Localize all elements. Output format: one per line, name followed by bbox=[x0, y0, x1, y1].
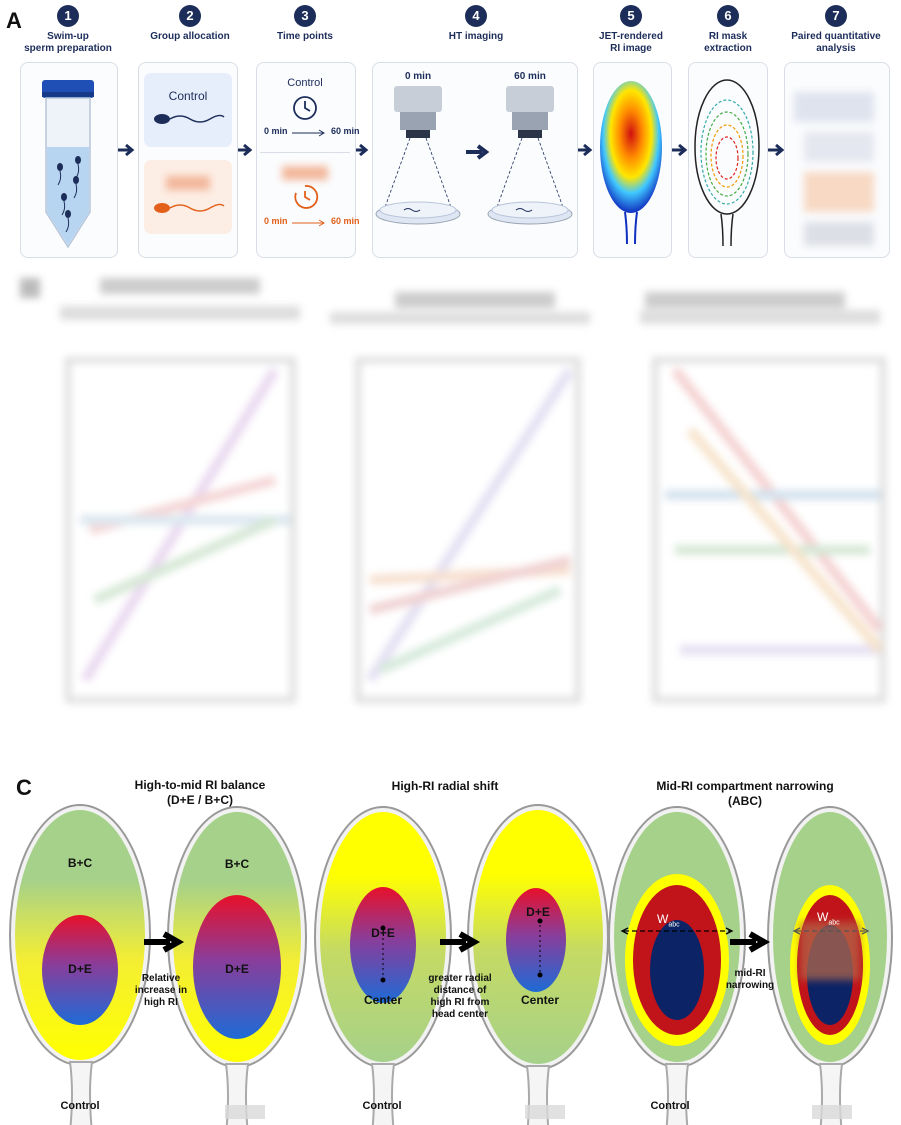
h2-left-top-label: D+E bbox=[371, 926, 395, 940]
step-5-badge: 5 bbox=[620, 5, 642, 27]
step-6-title: RI mask extraction bbox=[704, 31, 752, 54]
treatment-group-box bbox=[144, 160, 232, 234]
panel-a-letter: A bbox=[6, 8, 22, 33]
time-control-start: 0 min bbox=[264, 126, 288, 136]
arrow3-text: mid-RI narrowing bbox=[725, 968, 775, 991]
time-control-label: Control bbox=[287, 77, 323, 89]
control-label-3: Control bbox=[650, 1100, 690, 1112]
step-4-title: HT imaging bbox=[448, 31, 504, 42]
step-3-card bbox=[256, 62, 356, 258]
step-7-title: Paired quantitative analysis bbox=[791, 31, 881, 54]
flow-arrow-icon bbox=[236, 143, 253, 157]
h3-left-w-label: Wabc bbox=[657, 912, 680, 928]
treatment-clock-icon bbox=[294, 185, 319, 209]
h3-right-w: W bbox=[817, 910, 829, 924]
treatment-time-arrow-icon bbox=[292, 219, 325, 227]
clock-icon bbox=[293, 96, 317, 120]
control-sperm-icon bbox=[154, 114, 225, 124]
sperm-tube-illustration bbox=[42, 80, 94, 249]
step-6-badge: 6 bbox=[717, 5, 739, 27]
control-group-box bbox=[144, 73, 232, 147]
ri-mask-illustration bbox=[694, 79, 760, 247]
panel-c-title-2: High-RI radial shift bbox=[391, 779, 499, 793]
step-5-title: JET-rendered RI image bbox=[599, 31, 663, 54]
time-treatment-label-redacted bbox=[282, 166, 328, 180]
flow-arrow-icon bbox=[671, 143, 688, 157]
step-2-badge: 2 bbox=[179, 5, 201, 27]
step-1-title: Swim-up sperm preparation bbox=[24, 31, 112, 54]
ht-right-label: 60 min bbox=[514, 71, 546, 82]
h3-right-w-label: Wabc bbox=[817, 910, 840, 926]
time-divider bbox=[260, 152, 350, 153]
panel-c-title-3: Mid-RI compartment narrowing (ABC) bbox=[656, 779, 834, 808]
step-7-badge: 7 bbox=[825, 5, 847, 27]
panel-c-letter: C bbox=[16, 775, 32, 800]
h3-left-w-sub: abc bbox=[668, 921, 680, 929]
time-arrow-icon bbox=[292, 129, 325, 137]
flow-arrow-icon bbox=[118, 143, 135, 157]
arrow2-text: greater radial distance of high RI from … bbox=[428, 973, 492, 1020]
h1-left-bottom-label: D+E bbox=[68, 962, 92, 976]
step-3-title: Time points bbox=[277, 31, 333, 42]
h3-left-w: W bbox=[657, 912, 669, 926]
arrow1-text: Relative increase in high RI bbox=[134, 973, 188, 1008]
control-label-1: Control bbox=[60, 1100, 100, 1112]
time-treatment-start: 0 min bbox=[264, 216, 288, 226]
treatment-group-label-redacted bbox=[166, 176, 210, 190]
step-4-badge: 4 bbox=[465, 5, 487, 27]
treatment-sperm-icon bbox=[154, 203, 225, 213]
ri-heatmap-illustration bbox=[600, 81, 662, 245]
control-label-2: Control bbox=[362, 1100, 402, 1112]
h1-left-top-label: B+C bbox=[67, 856, 93, 870]
h1-right-top-label: B+C bbox=[224, 857, 250, 871]
flow-arrow-icon bbox=[576, 143, 593, 157]
flow-arrow-icon bbox=[768, 143, 785, 157]
step-2-title: Group allocation bbox=[150, 31, 230, 42]
time-treatment-end: 60 min bbox=[331, 216, 360, 226]
panel-b-redacted bbox=[20, 278, 886, 703]
panel-c-illustration bbox=[9, 804, 893, 1125]
h2-right-top-label: D+E bbox=[526, 905, 550, 919]
ht-left-label: 0 min bbox=[404, 71, 432, 82]
h3-right-w-sub: abc bbox=[828, 919, 840, 927]
panel-c-title-1: High-to-mid RI balance (D+E / B+C) bbox=[134, 778, 266, 807]
h2-left-center-label: Center bbox=[363, 993, 402, 1007]
microscope-illustration bbox=[375, 86, 573, 225]
step-3-badge: 3 bbox=[294, 5, 316, 27]
time-control-end: 60 min bbox=[331, 126, 360, 136]
analysis-redacted bbox=[794, 92, 874, 246]
h1-right-bottom-label: D+E bbox=[225, 962, 249, 976]
step-1-badge: 1 bbox=[57, 5, 79, 27]
h2-right-center-label: Center bbox=[520, 993, 559, 1007]
control-group-label: Control bbox=[168, 89, 208, 103]
